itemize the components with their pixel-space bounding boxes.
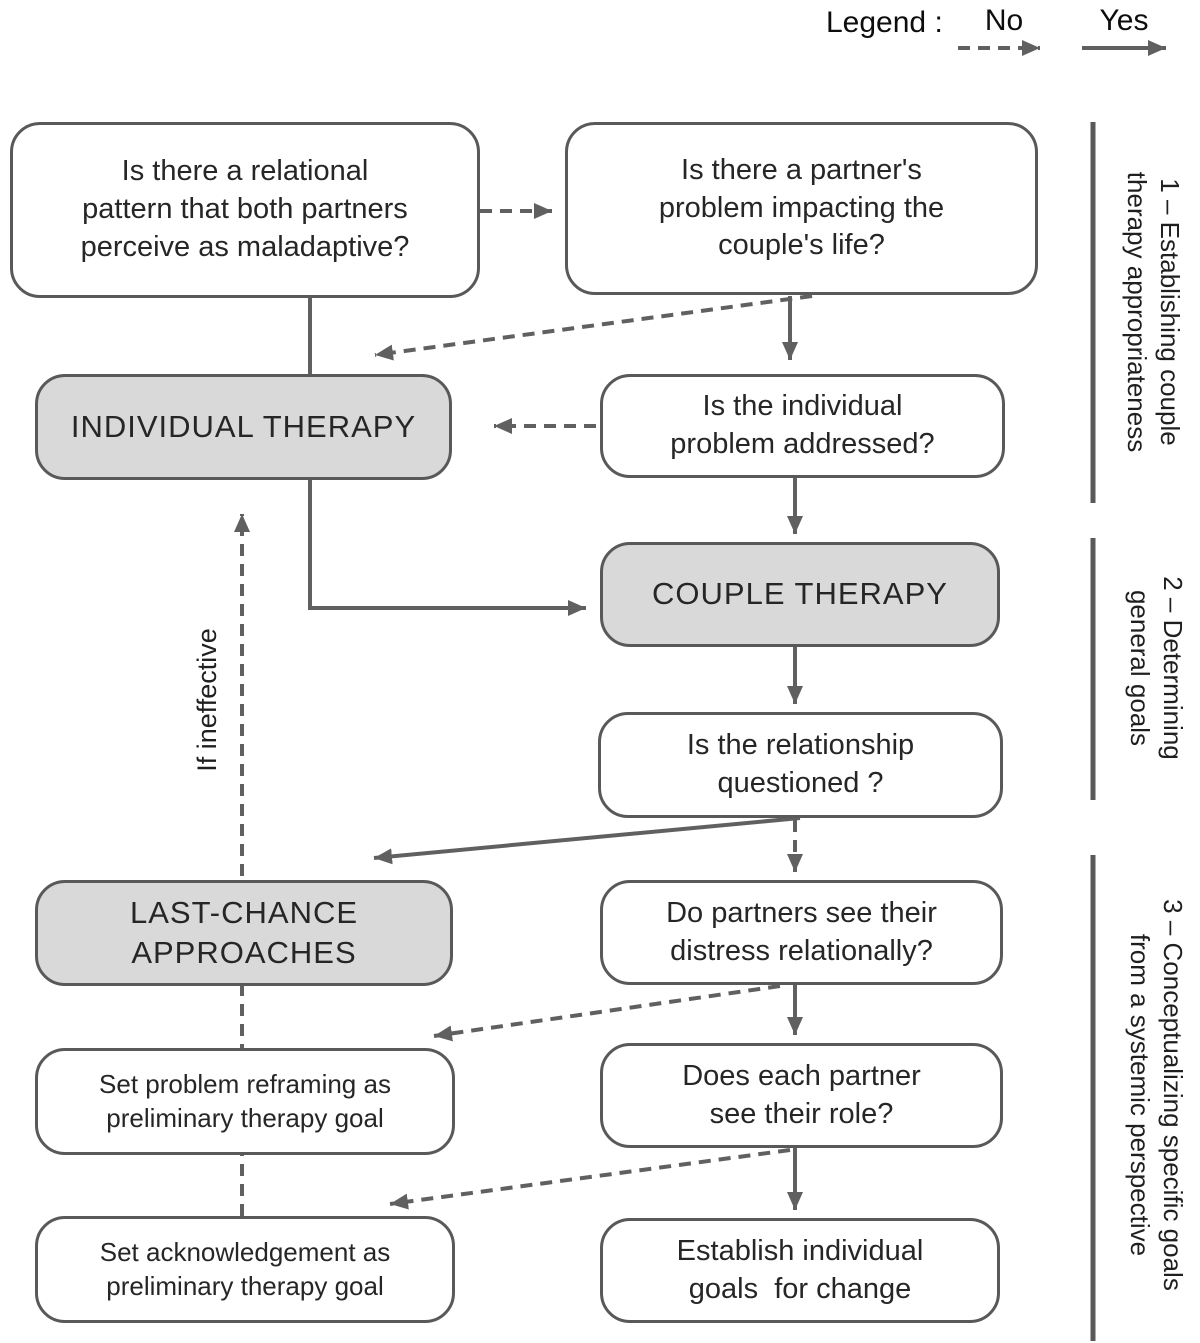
phase-label-1: 1 – Establishing couple therapy appropri… (1121, 171, 1185, 453)
edge-yes-relationship-questioned-to-last-chance (373, 816, 801, 865)
node-individual-therapy: INDIVIDUAL THERAPY (35, 374, 452, 480)
node-distress-relationally: Do partners see their distress relationa… (600, 880, 1003, 985)
legend-yes-label: Yes (1099, 4, 1149, 37)
phase-label-3: 3 – Conceptualizing specific goals from … (1124, 899, 1188, 1291)
node-individual-problem: Is the individual problem addressed? (600, 374, 1005, 478)
phase-label-2: 2 – Determining general goals (1124, 576, 1188, 760)
edge-no-partner-role-to-acknowledgement (389, 1148, 791, 1210)
node-couple-therapy: COUPLE THERAPY (600, 542, 1000, 647)
edge-no-partners-problem-to-individual-therapy (374, 294, 813, 361)
if-ineffective-label: If ineffective (192, 628, 222, 772)
node-partner-role: Does each partner see their role? (600, 1043, 1003, 1148)
node-acknowledgement-goal: Set acknowledgement as preliminary thera… (35, 1216, 455, 1323)
legend-no-label: No (984, 4, 1024, 37)
node-partners-problem: Is there a partner's problem impacting t… (565, 122, 1038, 295)
node-last-chance-approaches: LAST-CHANCE APPROACHES (35, 880, 453, 986)
node-individual-goals: Establish individual goals for change (600, 1218, 1000, 1323)
edge-no-distress-to-problem-reframing (433, 984, 781, 1042)
node-relationship-questioned: Is the relationship questioned ? (598, 712, 1003, 818)
node-problem-reframing-goal: Set problem reframing as preliminary the… (35, 1048, 455, 1155)
legend-title: Legend : (826, 6, 943, 39)
node-relational-pattern: Is there a relational pattern that both … (10, 122, 480, 298)
